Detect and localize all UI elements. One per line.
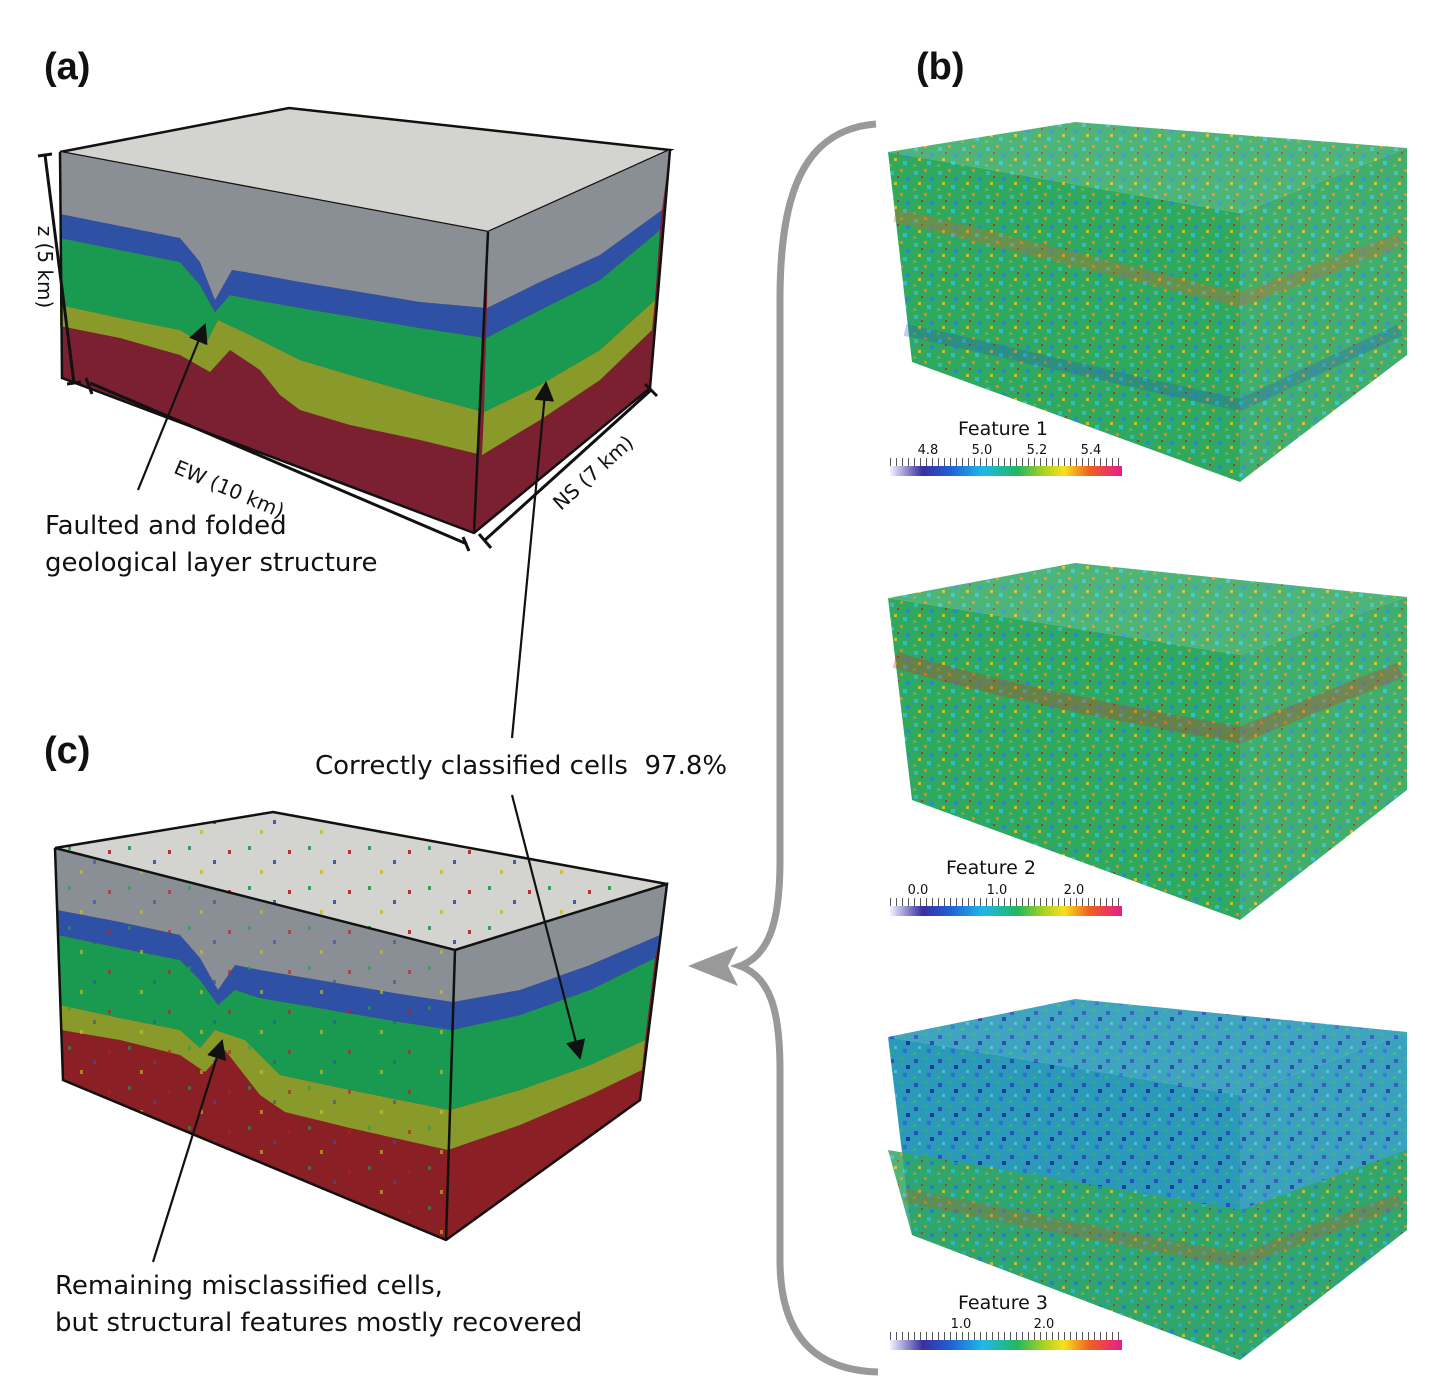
block-a-side-top bbox=[487, 150, 670, 308]
feature-2-tick: 0.0 bbox=[907, 883, 929, 898]
annotation-arrows bbox=[136, 323, 586, 1263]
feature-1-tick: 5.0 bbox=[971, 443, 993, 458]
bracket-arrow-head bbox=[688, 946, 738, 986]
block-a-front-green bbox=[60, 238, 486, 412]
dimension-lines bbox=[37, 152, 659, 552]
block-a-side-blue bbox=[486, 210, 662, 338]
misclassified-annotation-line1: Remaining misclassified cells, bbox=[55, 1271, 443, 1301]
block-c-side-top bbox=[453, 884, 667, 1002]
block-c-front-edge bbox=[444, 949, 457, 1241]
block-a-front-edge bbox=[472, 231, 490, 534]
feature-cube-1 bbox=[888, 122, 1407, 482]
misclassified-annotation-line2: but structural features mostly recovered bbox=[55, 1308, 583, 1338]
feature-2-tick: 2.0 bbox=[1063, 883, 1085, 898]
feature-1-colorbar bbox=[890, 466, 1122, 476]
block-c-front-specks bbox=[55, 848, 455, 1240]
feature-3-colorbar-ticks bbox=[890, 1332, 1122, 1340]
feature-1-tick: 5.4 bbox=[1080, 443, 1102, 458]
feature-2-colorbar bbox=[890, 906, 1122, 916]
panel-a-block bbox=[37, 106, 675, 552]
block-a-front-blue bbox=[60, 214, 487, 338]
feature-1-title: Feature 1 bbox=[958, 418, 1048, 440]
feature-1-tick: 5.2 bbox=[1026, 443, 1048, 458]
block-c-side-blue bbox=[452, 935, 660, 1030]
block-a-side-olive bbox=[482, 300, 655, 455]
z-axis-label: z (5 km) bbox=[33, 225, 57, 309]
feature-cube-3 bbox=[888, 999, 1407, 1360]
feature-2-colorbar-ticks bbox=[890, 898, 1122, 906]
feature-3-tick: 1.0 bbox=[950, 1317, 972, 1332]
accuracy-annotation: Correctly classified cells 97.8% bbox=[315, 751, 728, 781]
feature-3-tick: 2.0 bbox=[1033, 1317, 1055, 1332]
feature-2-tick: 1.0 bbox=[986, 883, 1008, 898]
block-c-edges bbox=[53, 810, 669, 1242]
fault-annotation-line2: geological layer structure bbox=[45, 548, 378, 578]
block-a-front-top bbox=[60, 152, 488, 308]
block-c-side-olive bbox=[448, 1040, 645, 1150]
grouping-bracket bbox=[729, 120, 879, 1376]
feature-2-title: Feature 2 bbox=[946, 857, 1036, 879]
block-c-side-green bbox=[450, 958, 655, 1110]
panel-c-label: (c) bbox=[44, 730, 91, 772]
block-c-top-specks bbox=[55, 812, 667, 950]
block-a-front-olive bbox=[60, 305, 484, 455]
feature-cube-2 bbox=[888, 563, 1407, 920]
feature-1-colorbar-ticks bbox=[890, 458, 1122, 466]
panel-c-block bbox=[53, 810, 669, 1242]
block-a-side-green bbox=[484, 230, 660, 412]
feature-3-title: Feature 3 bbox=[958, 1292, 1048, 1314]
panel-a-label: (a) bbox=[44, 46, 91, 88]
fault-annotation-line1: Faulted and folded bbox=[45, 511, 287, 541]
feature-1-tick: 4.8 bbox=[917, 443, 939, 458]
panel-b-label: (b) bbox=[916, 46, 965, 88]
feature-3-colorbar bbox=[890, 1340, 1122, 1350]
